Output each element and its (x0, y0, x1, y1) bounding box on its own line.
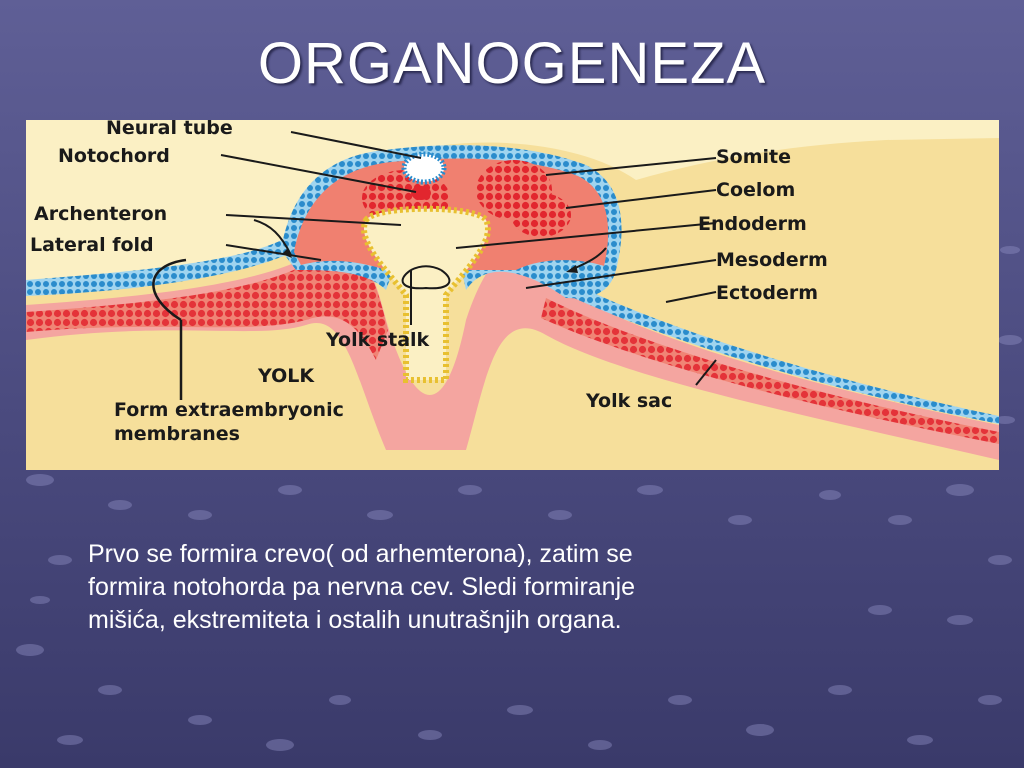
label-membranes: membranes (114, 423, 240, 445)
slide-title: ORGANOGENEZA (257, 31, 767, 96)
label-archenteron: Archenteron (34, 203, 167, 225)
body-line: Prvo se formira crevo( od arhemterona), … (88, 540, 633, 568)
label-endoderm: Endoderm (698, 213, 807, 235)
label-somite: Somite (716, 146, 791, 168)
label-ectoderm: Ectoderm (716, 282, 818, 304)
label-neural-tube: Neural tube (106, 120, 233, 139)
body-line: mišića, ekstremiteta i ostalih unutrašnj… (88, 606, 622, 634)
label-notochord: Notochord (58, 145, 170, 167)
slide-body-text: Prvo se formira crevo( od arhemterona), … (88, 538, 868, 637)
label-lateral-fold: Lateral fold (30, 234, 154, 256)
organogenesis-diagram: Neural tube Notochord Archenteron Latera… (26, 120, 999, 470)
label-mesoderm: Mesoderm (716, 249, 828, 271)
embryo-illustration: Neural tube Notochord Archenteron Latera… (26, 120, 999, 470)
label-yolk-stalk: Yolk stalk (325, 329, 430, 351)
label-coelom: Coelom (716, 179, 795, 201)
label-yolk: YOLK (257, 365, 315, 387)
label-yolk-sac: Yolk sac (585, 390, 672, 412)
body-line: formira notohorda pa nervna cev. Sledi f… (88, 573, 636, 601)
label-form-extraembryonic: Form extraembryonic (114, 399, 344, 421)
